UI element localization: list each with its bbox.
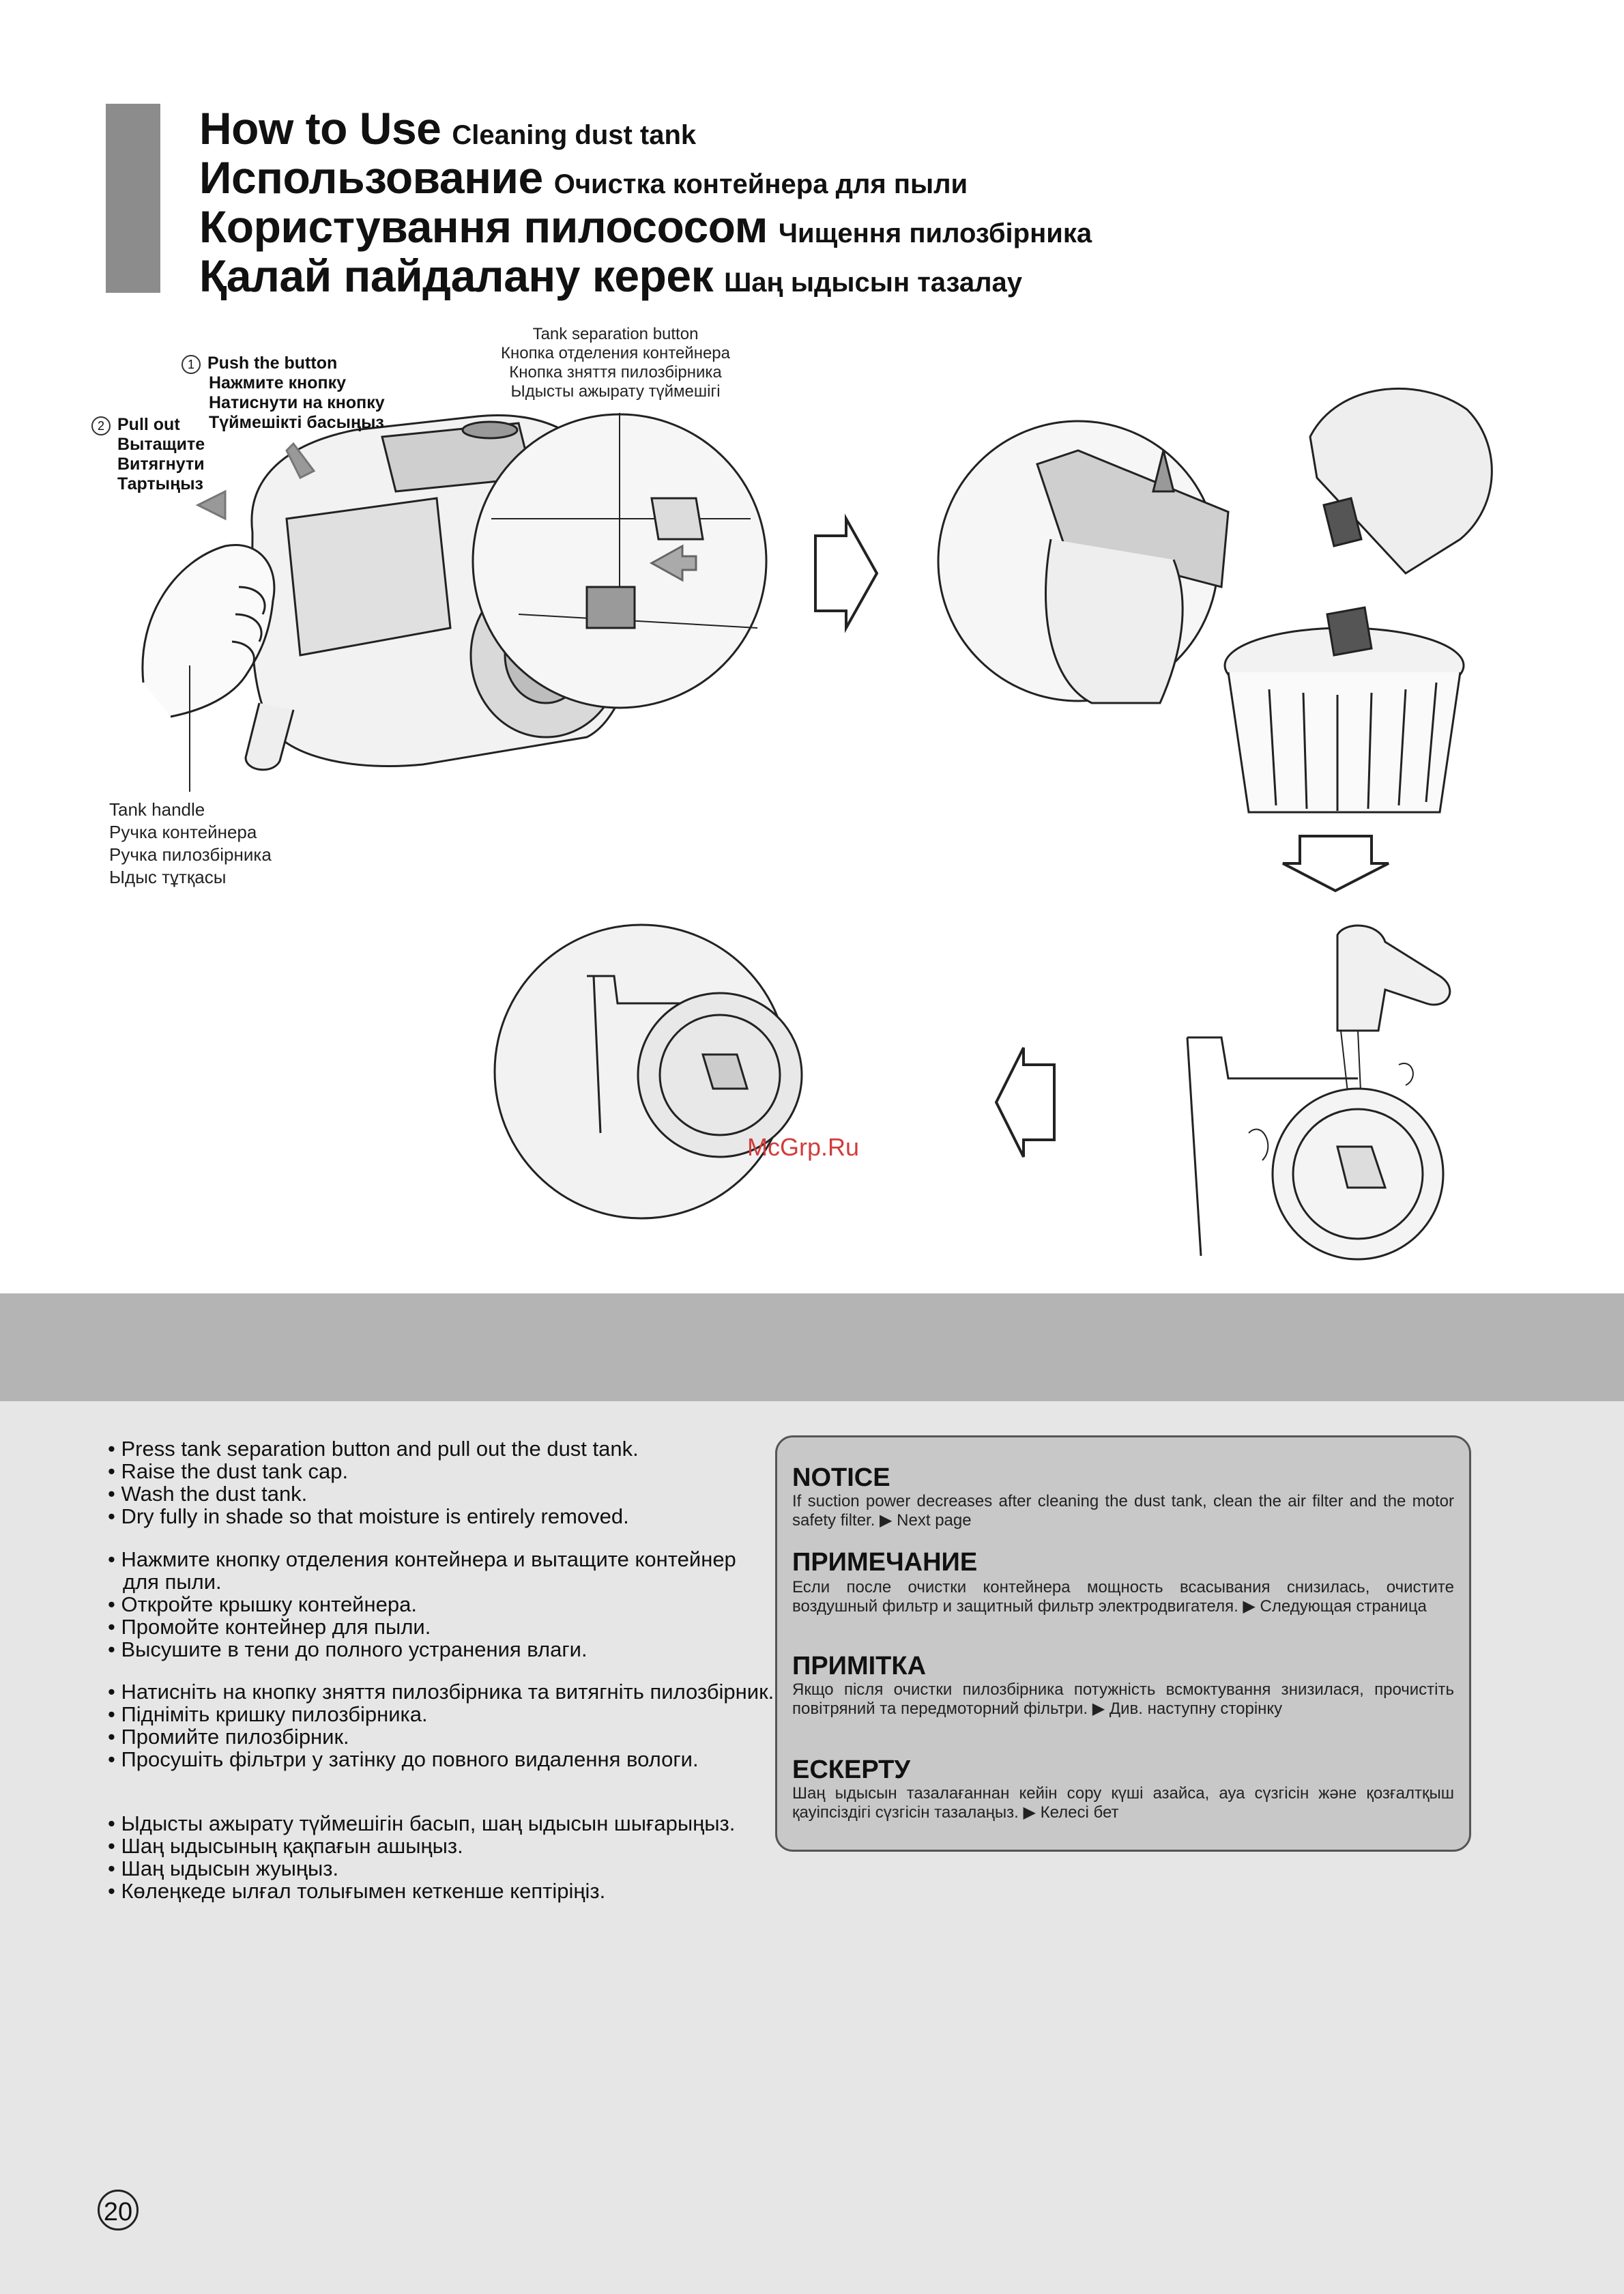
push-button-label: 1 Push the button [182,354,337,374]
section-divider-band [0,1293,1624,1401]
title-sub: Cleaning dust tank [452,120,697,150]
push-button-label-uk: Натиснути на кнопку [209,393,385,412]
washing-tank-icon [1186,1036,1445,1261]
label-line: Кнопка зняття пилозбірника [509,363,722,382]
list-item: Промийте пилозбірник. [108,1725,777,1748]
pull-out-label-uk: Витягнути [117,455,205,474]
page-number: 20 [98,2190,139,2231]
notice-heading-en: NOTICE [792,1463,890,1492]
pull-out-label: 2 Pull out [91,415,180,435]
list-item: Raise the dust tank cap. [108,1460,777,1482]
notice-body-ru: Если после очистки контейнера мощность в… [792,1578,1454,1616]
label-line: Push the button [207,354,338,373]
notice-heading-ru: ПРИМЕЧАНИЕ [792,1548,978,1577]
open-tank-zoom-icon [937,420,1230,704]
label-line: Tank handle [109,799,205,820]
trash-can-icon [1223,627,1465,814]
list-item: Wash the dust tank. [108,1482,777,1505]
notice-heading-uk: ПРИМІТКА [792,1652,927,1680]
step-number: 1 [182,355,201,374]
title-line-ru: Использование Очистка контейнера для пыли [199,152,968,203]
notice-body-kk: Шаң ыдысын тазалағаннан кейін сору күші … [792,1784,1454,1822]
notice-body-en: If suction power decreases after cleanin… [792,1492,1454,1530]
pull-out-label-ru: Вытащите [117,435,205,454]
label-line: Tank separation button [532,325,699,343]
step-number: 2 [91,416,111,435]
list-item: Шаң ыдысының қақпағын ашыңыз. [108,1835,777,1857]
reassembly-zoom-icon [493,923,803,1220]
list-item: Підніміть кришку пилозбірника. [108,1703,777,1725]
label-line: Ручка пилозбірника [109,844,272,865]
list-item: Нажмите кнопку отделения контейнера и вы… [108,1548,777,1593]
title-accent-bar [106,104,160,293]
notice-box [775,1435,1471,1852]
title-sub: Шаң ыдысын тазалау [724,268,1023,298]
cleaning-steps-illustration [141,387,1493,1261]
separation-button-label: Tank separation button Кнопка отделения … [489,325,742,401]
list-item: Көлеңкеде ылғал толығымен кеткенше кепті… [108,1880,777,1902]
title-line-uk: Користування пилососом Чищення пилозбірни… [199,201,1092,253]
title-main: Қалай пайдалану керек [199,250,714,301]
dust-tank-icon [1309,387,1493,657]
list-item: Натисніть на кнопку зняття пилозбірника … [108,1680,777,1703]
title-line-en: How to Use Cleaning dust tank [199,102,696,154]
list-item: Высушите в тени до полного устранения вл… [108,1638,777,1661]
title-sub: Очистка контейнера для пыли [553,169,968,199]
hand-icon [141,544,276,718]
instructions-kk: Ыдысты ажырату түймешігін басып, шаң ыды… [108,1812,777,1902]
label-line: Ручка контейнера [109,822,257,842]
label-line: Ыдысты ажырату түймешігі [510,382,721,401]
list-item: Откройте крышку контейнера. [108,1593,777,1616]
list-item: Press tank separation button and pull ou… [108,1437,777,1460]
instructions-ru: Нажмите кнопку отделения контейнера и вы… [108,1548,777,1661]
label-line: Ыдыс тұтқасы [109,867,227,887]
list-item: Dry fully in shade so that moisture is e… [108,1505,777,1528]
title-line-kk: Қалай пайдалану керек Шаң ыдысын тазалау [199,250,1022,302]
notice-body-uk: Якщо після очистки пилозбірника потужніс… [792,1680,1454,1718]
watermark: McGrp.Ru [747,1133,860,1161]
title-sub: Чищення пилозбірника [778,218,1092,248]
push-button-label-ru: Нажмите кнопку [209,373,347,392]
pull-out-label-kk: Тартыңыз [117,474,203,493]
title-main: Использование [199,152,543,203]
title-main: How to Use [199,103,441,154]
list-item: Просушіть фільтри у затінку до повного в… [108,1748,777,1770]
push-button-label-kk: Түймешікті басыңыз [209,413,384,432]
separation-button-zoom-icon [472,413,768,709]
label-line: Кнопка отделения контейнера [500,344,730,362]
notice-heading-kk: ЕСКЕРТУ [792,1755,911,1784]
tank-handle-label: Tank handle Ручка контейнера Ручка пилоз… [109,799,272,889]
list-item: Шаң ыдысын жуыңыз. [108,1857,777,1880]
label-line: Pull out [117,415,180,434]
title-main: Користування пилососом [199,201,768,252]
instructions-uk: Натисніть на кнопку зняття пилозбірника … [108,1680,777,1770]
faucet-icon [1336,924,1451,1106]
list-item: Промойте контейнер для пыли. [108,1616,777,1638]
instructions-en: Press tank separation button and pull ou… [108,1437,777,1528]
list-item: Ыдысты ажырату түймешігін басып, шаң ыды… [108,1812,777,1835]
